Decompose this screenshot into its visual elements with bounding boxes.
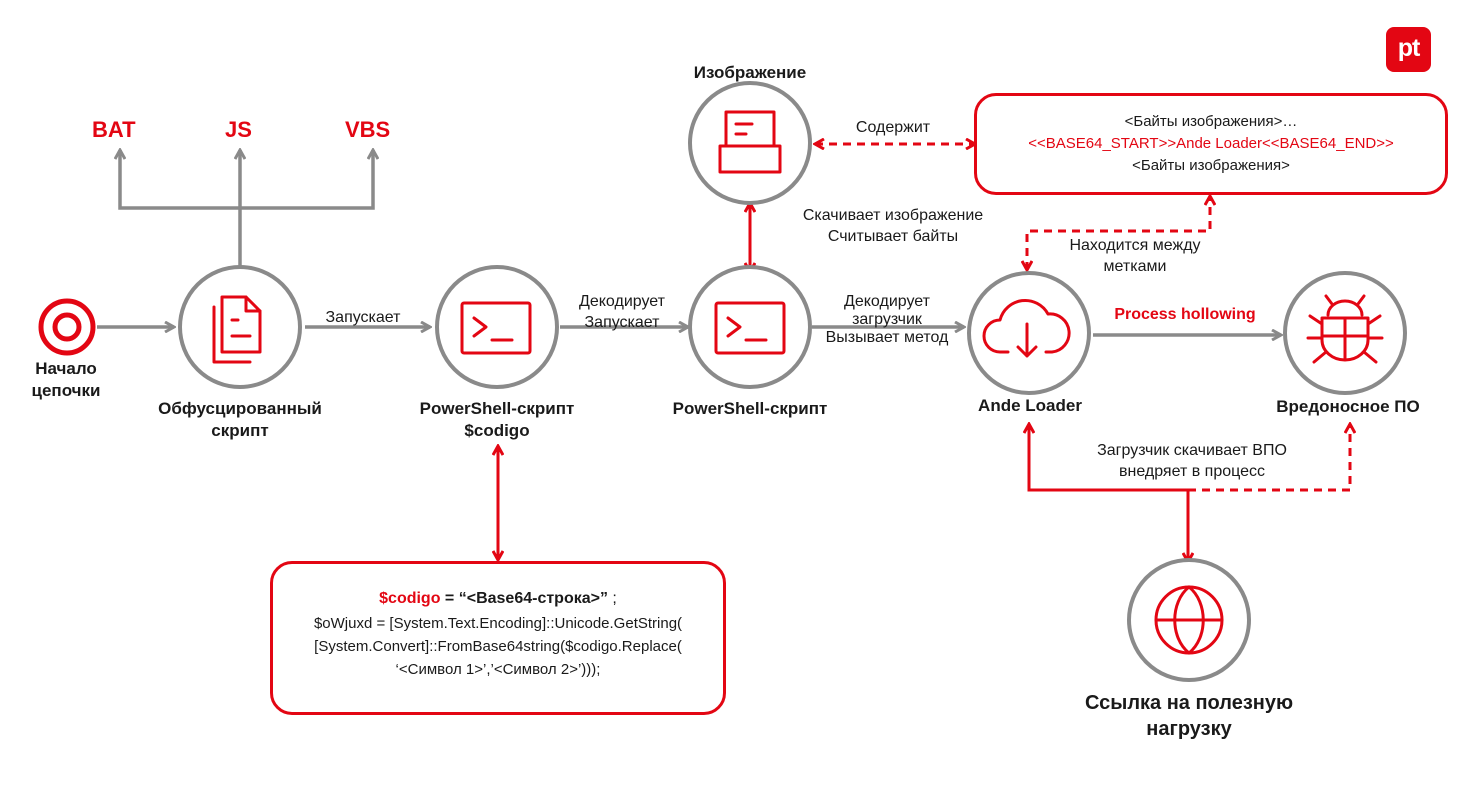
- node-label-obfuscated: Обфусцированный скрипт: [158, 399, 322, 440]
- code-line1: $codigo = “<Base64-строка>” ;: [270, 588, 726, 610]
- tag-bat: BAT: [92, 117, 136, 142]
- image-bytes-line3: <Байты изображения>: [1132, 157, 1290, 174]
- edge-label-download-image: Скачивает изображение Считывает байты: [802, 207, 984, 245]
- cloud-download-icon: [982, 298, 1071, 358]
- edge-label-loader-downloads: Загрузчик скачивает ВПО внедряет в проце…: [1097, 442, 1287, 480]
- terminal-icon: [714, 301, 786, 355]
- node-label-image: Изображение: [693, 63, 807, 82]
- bug-icon: [1306, 294, 1384, 364]
- ande-circle: [967, 271, 1091, 395]
- tag-vbs: VBS: [345, 117, 391, 142]
- image-circle: [688, 81, 812, 205]
- node-label-ande: Ande Loader: [978, 396, 1082, 415]
- code-line2: $oWjuxd = [System.Text.Encoding]::Unicod…: [313, 615, 683, 632]
- gray-connectors: [97, 150, 1281, 335]
- red-connectors: [498, 203, 1188, 562]
- red-dashed-connectors: [815, 144, 1350, 492]
- node-label-payload: Ссылка на полезную нагрузку: [1084, 692, 1294, 740]
- edge-label-between-markers: Находится между метками: [1069, 237, 1201, 275]
- globe-icon: [1154, 585, 1224, 655]
- image-icon: [718, 110, 782, 174]
- start-node: [38, 298, 96, 356]
- terminal-icon: [460, 301, 532, 355]
- code-line4: ‘<Символ 1>’,’<Символ 2>’)));: [395, 661, 601, 678]
- code-box: [270, 561, 726, 715]
- node-label-ps2: PowerShell-скрипт: [672, 399, 828, 418]
- node-label-ps1: PowerShell-скрипт $codigo: [419, 399, 575, 440]
- ps2-circle: [688, 265, 812, 389]
- image-bytes-line1: <Байты изображения>…: [1124, 113, 1298, 130]
- edge-malware-dashed: [1188, 424, 1350, 492]
- edge-label-contains: Содержит: [855, 119, 931, 136]
- target-icon: [52, 312, 82, 342]
- image-bytes-box: [974, 93, 1448, 195]
- edge-label-launches: Запускает: [325, 309, 401, 326]
- edge-ande-imagebox: [1027, 196, 1210, 270]
- node-label-start: Начало цепочки: [31, 359, 101, 400]
- edge-tree-bat: [120, 150, 240, 210]
- image-bytes-line2: <<BASE64_START>>Ande Loader<<BASE64_END>…: [1028, 135, 1394, 152]
- pt-logo: pt: [1386, 27, 1431, 72]
- documents-icon: [212, 295, 262, 364]
- ps1-circle: [435, 265, 559, 389]
- code-line3: [System.Convert]::FromBase64string($codi…: [314, 638, 682, 655]
- edge-ande-payload: [1029, 424, 1188, 562]
- tag-js: JS: [225, 117, 252, 142]
- node-label-malware: Вредоносное ПО: [1276, 397, 1420, 416]
- code-var: $codigo: [379, 590, 441, 607]
- code-assign: = “<Base64-строка>”: [440, 590, 608, 607]
- edge-label-decode-loader: Декодирует загрузчик Вызывает метод: [825, 293, 949, 346]
- edge-label-decode-launch: Декодирует Запускает: [579, 293, 665, 331]
- edge-tree-vbs: [240, 150, 373, 210]
- code-semicolon: ;: [607, 590, 617, 607]
- obfuscated-circle: [178, 265, 302, 389]
- edge-label-process-hollowing: Process hollowing: [1114, 306, 1256, 323]
